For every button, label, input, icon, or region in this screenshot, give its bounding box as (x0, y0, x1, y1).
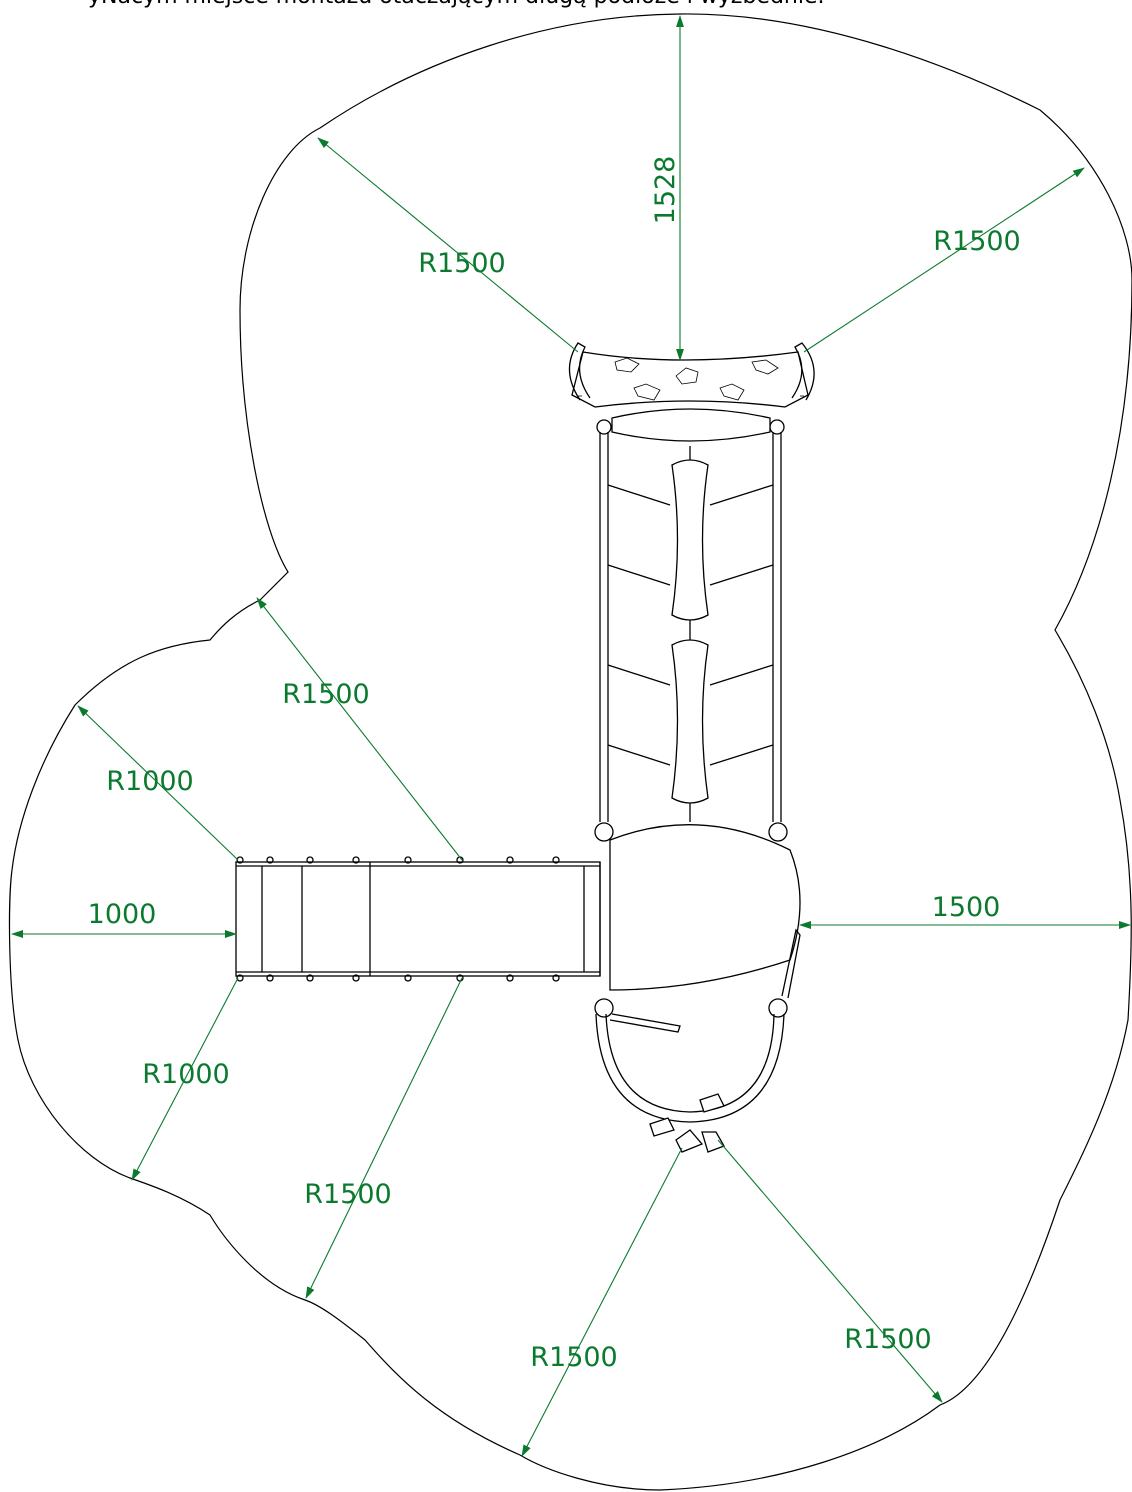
slide-bed (235, 861, 601, 977)
climbing-wall-left-handle (568, 342, 591, 401)
dimension-lines (11, 15, 1131, 1457)
dim-line-bottom-right-radius (717, 1139, 943, 1403)
upper-platform (611, 408, 771, 442)
dim-label-bottom-left-radius: R1500 (530, 1342, 617, 1373)
dim-line-slide-lower-radius (305, 977, 463, 1299)
drawing-caption: yNacym miejsce montażu otaczającym długą… (88, 0, 825, 9)
dim-line-top-left-radius (317, 137, 579, 353)
dim-label-slide-end-lower-radius: R1000 (142, 1059, 229, 1090)
semicircle-rail-inner (605, 1013, 775, 1113)
platform-post-top-left (594, 822, 614, 842)
ladder-step-lower (671, 639, 709, 804)
lower-platform (609, 824, 801, 991)
platform-bottom-handle (609, 1013, 681, 1033)
dim-line-top-right-radius (803, 167, 1085, 353)
dim-label-slide-upper-radius: R1500 (282, 679, 369, 710)
dim-label-top-right-radius: R1500 (933, 226, 1020, 257)
climbing-wall-right-handle (791, 342, 815, 401)
ladder-step-upper (671, 459, 709, 621)
semicircle-rail-outer (595, 1013, 785, 1123)
platform-post-bottom-left (594, 998, 614, 1018)
dimension-labels: 1528 R1500 R1500 R1500 R1000 1000 1500 R… (88, 156, 1021, 1373)
ladder-rungs (607, 484, 774, 766)
platform-post-bottom-right (768, 998, 788, 1018)
climbing-holds (578, 357, 804, 401)
dim-label-bottom-right-radius: R1500 (844, 1324, 931, 1355)
dim-label-slide-end-upper-radius: R1000 (106, 766, 193, 797)
slide-bolts (236, 856, 560, 982)
wall-post-right (769, 419, 785, 435)
dim-label-top-left-radius: R1500 (418, 248, 505, 279)
playground-equipment (235, 342, 815, 1153)
dim-label-top-height: 1528 (650, 156, 681, 225)
dim-label-right-offset: 1500 (932, 892, 1001, 923)
platform-side-handle (781, 928, 801, 999)
platform-post-top-right (768, 822, 788, 842)
dim-label-slide-lower-radius: R1500 (304, 1179, 391, 1210)
safety-zone-outline (8, 13, 1132, 1491)
wall-post-left (596, 419, 612, 435)
bottom-foot-plates (649, 1093, 725, 1153)
dim-line-bottom-left-radius (521, 1147, 683, 1457)
climbing-wall-panel (571, 351, 809, 408)
dim-line-slide-upper-radius (256, 597, 463, 861)
dim-line-slide-end-lower-radius (131, 977, 239, 1181)
dim-line-slide-end-upper-radius (77, 705, 239, 861)
dim-label-slide-end-length: 1000 (88, 899, 157, 930)
